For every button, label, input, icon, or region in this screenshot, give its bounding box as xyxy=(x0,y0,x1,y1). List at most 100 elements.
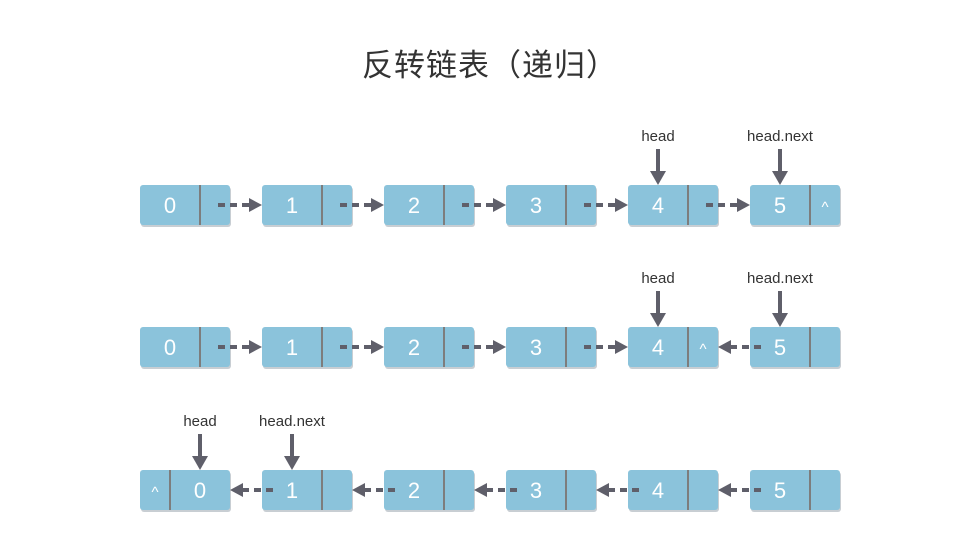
node-value: 3 xyxy=(530,335,542,360)
node-value: 2 xyxy=(408,478,420,503)
link-arrow xyxy=(462,340,506,354)
list-node: 1 xyxy=(262,470,353,512)
link-arrow xyxy=(584,340,628,354)
link-arrow xyxy=(706,198,750,212)
list-node: 4 xyxy=(628,185,719,227)
node-box xyxy=(628,327,718,367)
pointer-label: head xyxy=(183,413,216,430)
node-value: 1 xyxy=(286,193,298,218)
node-box xyxy=(750,470,840,510)
pointer-arrowhead xyxy=(772,171,788,185)
link-arrow xyxy=(230,483,274,497)
head-pointer: head xyxy=(183,413,217,470)
list-node: 2 xyxy=(384,470,475,512)
list-node: 3 xyxy=(506,185,597,227)
arrowhead-left xyxy=(230,483,243,497)
node-value: 0 xyxy=(164,193,176,218)
link-arrow xyxy=(474,483,518,497)
node-box xyxy=(262,185,352,225)
head-next-pointer: head.next xyxy=(747,128,814,185)
node-box xyxy=(384,185,474,225)
pointer-arrowhead xyxy=(772,313,788,327)
node-box xyxy=(384,470,474,510)
node-value: 0 xyxy=(164,335,176,360)
list-node: 5 xyxy=(750,470,841,512)
head-pointer: head xyxy=(641,128,675,185)
arrowhead-left xyxy=(352,483,365,497)
list-node: 2 xyxy=(384,185,475,227)
node-value: 3 xyxy=(530,478,542,503)
node-box xyxy=(506,185,596,225)
arrowhead-left xyxy=(474,483,487,497)
arrowhead-left xyxy=(718,483,731,497)
node-box xyxy=(384,327,474,367)
page-title: 反转链表（递归） xyxy=(362,48,618,84)
list-node: 1 xyxy=(262,327,353,369)
list-node: 0 xyxy=(140,327,231,369)
arrowhead-right xyxy=(493,198,506,212)
arrowhead-right xyxy=(249,198,262,212)
head-next-pointer: head.next xyxy=(747,270,814,327)
list-node: 3 xyxy=(506,470,597,512)
null-marker: ^ xyxy=(151,484,158,501)
node-value: 3 xyxy=(530,193,542,218)
node-value: 4 xyxy=(652,193,664,218)
list-node: 3 xyxy=(506,327,597,369)
arrowhead-right xyxy=(615,198,628,212)
link-arrow xyxy=(718,340,762,354)
arrowhead-right xyxy=(249,340,262,354)
node-value: 2 xyxy=(408,193,420,218)
null-marker: ^ xyxy=(821,199,828,216)
arrowhead-right xyxy=(371,198,384,212)
node-value: 0 xyxy=(194,478,206,503)
arrowhead-right xyxy=(737,198,750,212)
link-arrow xyxy=(596,483,640,497)
node-box xyxy=(140,185,230,225)
list-node: 4^ xyxy=(628,327,719,369)
pointer-label: head.next xyxy=(747,128,814,145)
pointer-arrowhead xyxy=(192,456,208,470)
node-box xyxy=(140,470,230,510)
pointer-arrowhead xyxy=(650,313,666,327)
head-next-pointer: head.next xyxy=(259,413,326,470)
pointer-label: head.next xyxy=(259,413,326,430)
arrowhead-right xyxy=(615,340,628,354)
node-box xyxy=(750,185,840,225)
node-value: 1 xyxy=(286,335,298,360)
link-arrow xyxy=(352,483,396,497)
list-node: 0^ xyxy=(140,470,231,512)
node-value: 4 xyxy=(652,335,664,360)
pointer-arrowhead xyxy=(650,171,666,185)
list-node: 2 xyxy=(384,327,475,369)
link-arrow xyxy=(718,483,762,497)
node-box xyxy=(628,185,718,225)
node-box xyxy=(750,327,840,367)
node-box xyxy=(506,470,596,510)
null-marker: ^ xyxy=(699,341,706,358)
link-arrow xyxy=(340,198,384,212)
list-node: 5 xyxy=(750,327,841,369)
arrowhead-right xyxy=(371,340,384,354)
node-box xyxy=(262,327,352,367)
node-box xyxy=(262,470,352,510)
arrowhead-left xyxy=(596,483,609,497)
node-value: 5 xyxy=(774,193,786,218)
link-arrow xyxy=(340,340,384,354)
link-arrow xyxy=(584,198,628,212)
node-value: 4 xyxy=(652,478,664,503)
link-arrow xyxy=(462,198,506,212)
head-pointer: head xyxy=(641,270,675,327)
node-value: 5 xyxy=(774,335,786,360)
node-value: 1 xyxy=(286,478,298,503)
list-node: 1 xyxy=(262,185,353,227)
link-arrow xyxy=(218,198,262,212)
list-node: 0 xyxy=(140,185,231,227)
node-box xyxy=(140,327,230,367)
arrowhead-left xyxy=(718,340,731,354)
node-value: 5 xyxy=(774,478,786,503)
list-node: 5^ xyxy=(750,185,841,227)
